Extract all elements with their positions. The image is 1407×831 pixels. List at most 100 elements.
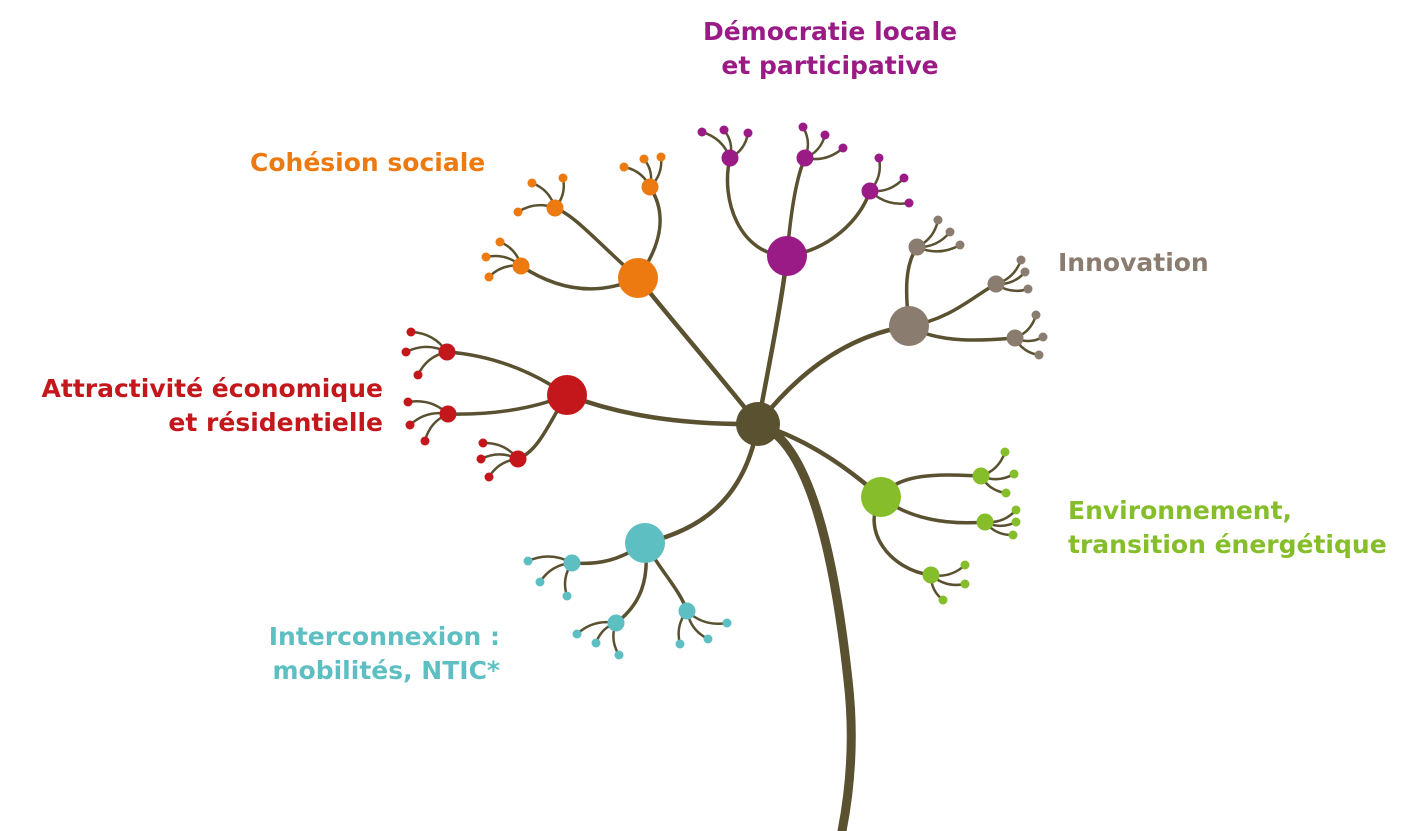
tree-nodes	[401, 122, 1048, 660]
leaf-dot-interconnexion-3-1	[675, 639, 685, 649]
leaf-dot-attractivite-2-1	[403, 397, 413, 407]
label-cohesion-line1: Cohésion sociale	[250, 148, 486, 177]
sub-node-interconnexion-2	[607, 614, 625, 632]
sub-node-cohesion-1	[641, 178, 659, 196]
branch-innovation	[755, 323, 912, 427]
leaf-dot-environnement-3-2	[960, 579, 970, 589]
sub-node-interconnexion-1	[563, 554, 581, 572]
leaf-dot-democratie-3-1	[874, 153, 884, 163]
leaf-dot-environnement-1-1	[1000, 447, 1010, 457]
main-node-interconnexion	[625, 523, 665, 563]
sub-node-democratie-3	[861, 182, 879, 200]
leaf-dot-innovation-3-2	[1038, 332, 1048, 342]
label-innovation-line1: Innovation	[1058, 248, 1209, 277]
leaf-dot-cohesion-3-2	[481, 252, 491, 262]
sub-node-environnement-2	[976, 513, 994, 531]
leaf-dot-attractivite-3-3	[484, 472, 494, 482]
leaf-dot-interconnexion-1-2	[535, 577, 545, 587]
leaf-dot-attractivite-1-3	[413, 370, 423, 380]
label-cohesion-sociale: Cohésion sociale	[250, 146, 485, 180]
leaf-dot-environnement-3-3	[938, 595, 948, 605]
leaf-dot-cohesion-2-2	[558, 173, 568, 183]
sub-node-democratie-1	[721, 149, 739, 167]
label-interconnexion: Interconnexion : mobilités, NTIC*	[190, 620, 500, 688]
leaf-dot-environnement-2-2	[1011, 517, 1021, 527]
leaf-dot-interconnexion-3-2	[703, 634, 713, 644]
leaf-dot-attractivite-2-2	[405, 420, 415, 430]
label-democratie-locale: Démocratie locale et participative	[660, 15, 1000, 83]
leaf-dot-environnement-2-3	[1008, 530, 1018, 540]
leaf-dot-interconnexion-2-2	[591, 638, 601, 648]
leaf-dot-cohesion-2-3	[513, 207, 523, 217]
leaf-dot-innovation-2-2	[1020, 267, 1030, 277]
sub-node-innovation-1	[908, 238, 926, 256]
leaf-dot-attractivite-1-1	[406, 327, 416, 337]
label-innovation: Innovation	[1058, 246, 1209, 280]
label-environnement-line2: transition énergétique	[1068, 530, 1387, 559]
sub-node-democratie-2	[796, 149, 814, 167]
leaf-dot-attractivite-3-2	[476, 454, 486, 464]
label-democratie-line2: et participative	[721, 51, 939, 80]
tree-branches	[445, 156, 1017, 831]
leaf-dot-innovation-3-3	[1034, 350, 1044, 360]
leaf-dot-environnement-1-2	[1009, 469, 1019, 479]
sub-node-environnement-1	[972, 467, 990, 485]
main-node-innovation	[889, 306, 929, 346]
leaf-dot-democratie-2-3	[838, 143, 848, 153]
label-attractivite-line1: Attractivité économique	[41, 374, 383, 403]
leaf-dot-cohesion-2-1	[527, 178, 537, 188]
label-attractivite: Attractivité économique et résidentielle	[0, 372, 383, 440]
leaf-dot-interconnexion-1-3	[562, 591, 572, 601]
tree-twigs	[404, 125, 1045, 657]
branch-interconnexion	[642, 421, 761, 546]
main-node-democratie	[767, 236, 807, 276]
label-environnement-line1: Environnement,	[1068, 496, 1293, 525]
label-attractivite-line2: et résidentielle	[168, 408, 383, 437]
hub-node	[736, 402, 780, 446]
leaf-dot-environnement-3-1	[960, 560, 970, 570]
leaf-dot-interconnexion-2-1	[572, 629, 582, 639]
leaf-dot-innovation-1-2	[945, 227, 955, 237]
leaf-dot-innovation-1-3	[955, 240, 965, 250]
leaf-dot-environnement-2-1	[1011, 505, 1021, 515]
sub-node-interconnexion-3	[678, 602, 696, 620]
sub-node-cohesion-2	[546, 199, 564, 217]
branch-attractivite	[564, 392, 761, 427]
leaf-dot-innovation-2-3	[1023, 284, 1033, 294]
main-node-attractivite	[547, 375, 587, 415]
leaf-dot-interconnexion-2-3	[614, 650, 624, 660]
leaf-dot-democratie-1-3	[743, 128, 753, 138]
leaf-dot-cohesion-3-3	[484, 272, 494, 282]
leaf-dot-environnement-1-3	[1001, 488, 1011, 498]
leaf-dot-democratie-3-2	[899, 173, 909, 183]
trunk	[753, 419, 856, 831]
leaf-dot-innovation-2-1	[1016, 255, 1026, 265]
label-interconnexion-line2: mobilités, NTIC*	[272, 656, 500, 685]
main-node-cohesion	[618, 258, 658, 298]
sub-node-cohesion-3	[512, 257, 530, 275]
main-node-environnement	[861, 477, 901, 517]
leaf-dot-democratie-2-1	[798, 122, 808, 132]
leaf-dot-cohesion-1-2	[639, 154, 649, 164]
leaf-dot-cohesion-3-1	[495, 237, 505, 247]
sub-node-attractivite-2	[439, 405, 457, 423]
sub-node-attractivite-1	[438, 343, 456, 361]
leaf-dot-democratie-1-2	[719, 125, 729, 135]
leaf-dot-cohesion-1-1	[619, 162, 629, 172]
branch-cohesion	[635, 275, 761, 427]
sub-node-attractivite-3	[509, 450, 527, 468]
sub-node-environnement-3	[922, 566, 940, 584]
leaf-dot-innovation-3-1	[1031, 310, 1041, 320]
leaf-dot-interconnexion-3-3	[722, 618, 732, 628]
leaf-dot-attractivite-1-2	[401, 347, 411, 357]
leaf-dot-interconnexion-1-1	[523, 556, 533, 566]
leaf-dot-attractivite-2-3	[420, 436, 430, 446]
leaf-dot-democratie-3-3	[904, 198, 914, 208]
leaf-dot-attractivite-3-1	[478, 438, 488, 448]
sub-node-innovation-2	[987, 275, 1005, 293]
label-environnement: Environnement, transition énergétique	[1068, 494, 1387, 562]
leaf-dot-innovation-1-1	[933, 215, 943, 225]
leaf-dot-democratie-2-2	[820, 130, 830, 140]
label-democratie-line1: Démocratie locale	[702, 17, 958, 46]
